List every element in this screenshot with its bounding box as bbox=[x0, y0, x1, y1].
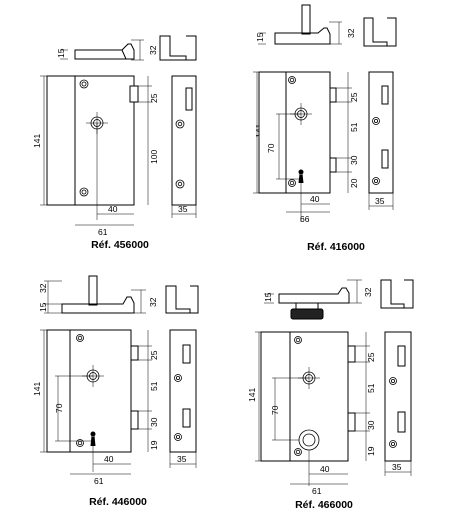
dim-mid-span: 51 bbox=[349, 122, 359, 132]
dim-key-height: 70 bbox=[266, 143, 276, 153]
dim-latch-offset: 25 bbox=[149, 350, 159, 360]
dim-latch-offset: 25 bbox=[366, 352, 376, 362]
front-view: 141 70 25 51 30 bbox=[247, 331, 412, 496]
keyhole-icon bbox=[298, 169, 304, 183]
dim-top-thickness: 15 bbox=[56, 48, 66, 58]
front-view: 141 70 25 51 30 bbox=[32, 329, 197, 486]
dim-top-height: 32 bbox=[148, 45, 158, 55]
dim-overall-width: 61 bbox=[312, 486, 322, 496]
knob-icon bbox=[290, 308, 324, 320]
dim-top-thickness: 15 bbox=[263, 292, 273, 302]
dim-key-x: 40 bbox=[320, 464, 330, 474]
top-view: 15 32 bbox=[56, 35, 197, 61]
dim-key-x: 40 bbox=[108, 204, 118, 214]
keyhole-icon bbox=[90, 431, 96, 446]
dim-overall-width: 61 bbox=[98, 227, 108, 237]
dim-top-height-side: 32 bbox=[148, 297, 158, 307]
dim-overall-width: 66 bbox=[300, 214, 310, 224]
dim-strike-width: 35 bbox=[392, 462, 402, 472]
panel-446000: 32 15 32 141 bbox=[32, 275, 199, 508]
dim-top-thickness: 15 bbox=[255, 32, 265, 42]
dim-lower-mid: 30 bbox=[366, 420, 376, 430]
dim-bottom-offset: 20 bbox=[349, 178, 359, 188]
dim-mid-span: 51 bbox=[149, 381, 159, 391]
dim-top-height: 32 bbox=[363, 287, 373, 297]
dim-top-height: 32 bbox=[38, 283, 48, 293]
dim-bottom-offset: 19 bbox=[149, 440, 159, 450]
dim-lower-mid: 30 bbox=[349, 155, 359, 165]
front-view: 141 70 25 51 30 bbox=[253, 71, 394, 224]
dim-strike-width: 35 bbox=[177, 454, 187, 464]
front-view: 141 25 100 40 61 bbox=[32, 75, 197, 237]
top-view: 15 32 bbox=[263, 279, 414, 320]
dim-strike-width: 35 bbox=[375, 196, 385, 206]
dim-overall-height: 141 bbox=[32, 382, 42, 396]
dim-latch-offset: 25 bbox=[349, 92, 359, 102]
panel-456000: 15 32 141 bbox=[32, 35, 197, 251]
dim-key-height: 70 bbox=[54, 403, 64, 413]
dim-bottom-offset: 19 bbox=[366, 446, 376, 456]
top-view: 32 15 32 bbox=[38, 275, 199, 314]
dim-lower-mid: 30 bbox=[149, 417, 159, 427]
dim-key-x: 40 bbox=[104, 454, 114, 464]
dim-key-height: 70 bbox=[270, 405, 280, 415]
dim-latch-offset: 25 bbox=[149, 93, 159, 103]
dim-overall-width: 61 bbox=[94, 476, 104, 486]
reference-label: Réf. 456000 bbox=[91, 239, 149, 251]
reference-label: Réf. 466000 bbox=[295, 499, 353, 511]
dim-lower-span: 100 bbox=[149, 150, 159, 164]
dim-top-thickness: 15 bbox=[38, 302, 48, 312]
dim-strike-width: 35 bbox=[178, 204, 188, 214]
dim-key-x: 40 bbox=[310, 194, 320, 204]
dim-overall-height: 141 bbox=[32, 134, 42, 148]
reference-label: Réf. 416000 bbox=[307, 241, 365, 253]
dim-top-height: 32 bbox=[346, 28, 356, 38]
panel-416000: 15 32 141 bbox=[253, 4, 397, 253]
dim-mid-span: 51 bbox=[366, 383, 376, 393]
reference-label: Réf. 446000 bbox=[89, 496, 147, 508]
strike-plate bbox=[368, 71, 394, 194]
dim-overall-height: 141 bbox=[247, 388, 257, 402]
panel-466000: 15 32 141 bbox=[247, 279, 414, 511]
top-view: 15 32 bbox=[255, 4, 397, 47]
